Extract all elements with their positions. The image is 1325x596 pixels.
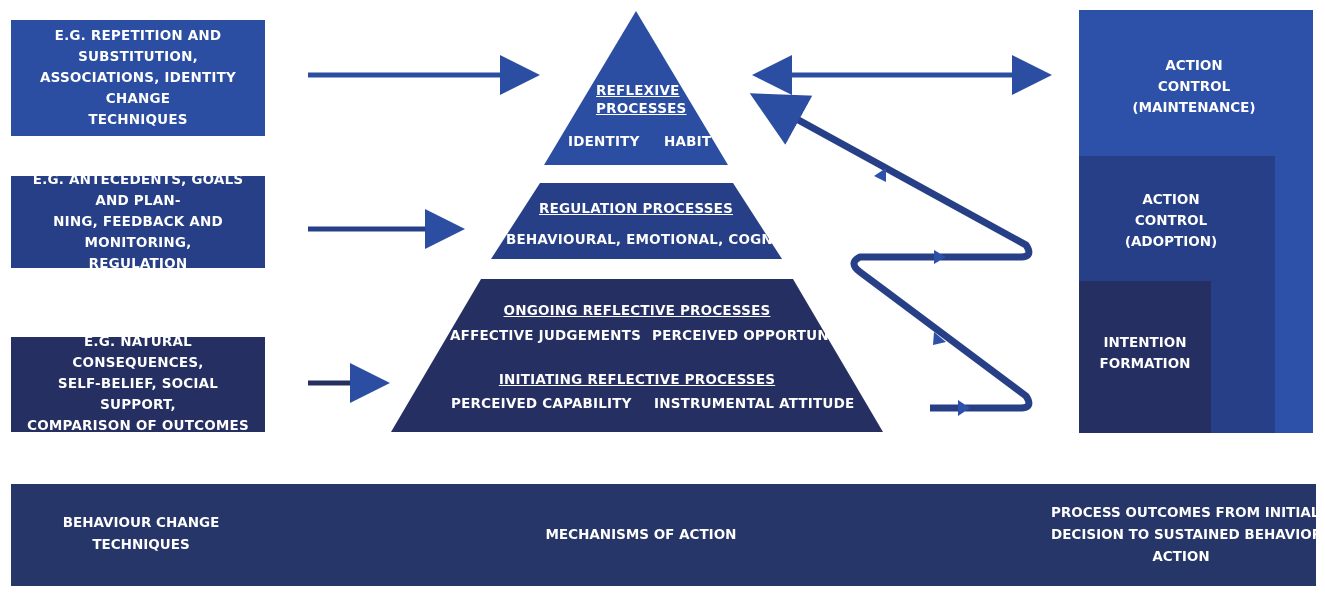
technique-box-reflexive: E.G. REPETITION AND SUBSTITUTION, ASSOCI… xyxy=(11,20,265,136)
technique-text-line: TECHNIQUES xyxy=(88,111,188,128)
outcome-label-adoption: ACTION CONTROL (ADOPTION) xyxy=(1111,190,1231,253)
pyramid-tier-reflexive xyxy=(544,11,728,165)
zigzag-chevron xyxy=(933,332,946,345)
footer-text-line: PROCESS OUTCOMES FROM INITIAL xyxy=(1051,505,1320,521)
reflexive-title: REFLEXIVE PROCESSES xyxy=(596,82,687,118)
outcome-text-line: (ADOPTION) xyxy=(1124,234,1218,250)
outcome-text-line: CONTROL xyxy=(1134,213,1208,229)
technique-text-line: SELF-BELIEF, SOCIAL SUPPORT, xyxy=(57,376,219,413)
initiating-instrumental-attitude: INSTRUMENTAL ATTITUDE xyxy=(654,396,855,412)
outcome-text-line: FORMATION xyxy=(1099,356,1191,372)
technique-box-reflective: E.G. NATURAL CONSEQUENCES, SELF-BELIEF, … xyxy=(11,334,265,434)
ongoing-perceived-opportunity: PERCEIVED OPPORTUNITY xyxy=(652,328,854,344)
outcome-block-intention xyxy=(1079,281,1211,433)
regulation-title: REGULATION PROCESSES xyxy=(538,201,734,217)
footer-mechanisms-of-action: MECHANISMS OF ACTION xyxy=(545,527,737,543)
outcome-text-line: ACTION xyxy=(1165,58,1223,74)
pyramid-tier-regulation xyxy=(491,183,782,259)
regulation-subtitle: BEHAVIOURAL, EMOTIONAL, COGNITIVE xyxy=(506,232,813,248)
footer-text-line: DECISION TO SUSTAINED BEHAVIORAL xyxy=(1051,527,1325,543)
outcome-text-line: ACTION xyxy=(1142,192,1200,208)
technique-text-line: ASSOCIATIONS, IDENTITY CHANGE xyxy=(39,69,237,107)
outcome-text-line: INTENTION xyxy=(1103,335,1187,351)
footer-process-outcomes: PROCESS OUTCOMES FROM INITIAL DECISION T… xyxy=(1051,502,1325,568)
ongoing-reflective-title: ONGOING REFLECTIVE PROCESSES xyxy=(503,303,771,319)
arrow-feedback-zigzag xyxy=(749,93,1033,412)
outcome-text-line: CONTROL xyxy=(1157,79,1231,95)
footer-text-line: BEHAVIOUR CHANGE xyxy=(62,515,220,531)
technique-text-line: NING, FEEDBACK AND MONITORING, xyxy=(53,213,223,251)
reflexive-identity: IDENTITY xyxy=(568,134,640,150)
initiating-perceived-capability: PERCEIVED CAPABILITY xyxy=(451,396,632,412)
outcome-label-maintenance: ACTION CONTROL (MAINTENANCE) xyxy=(1129,56,1259,119)
initiating-reflective-title: INITIATING REFLECTIVE PROCESSES xyxy=(498,372,776,388)
footer-text-line: ACTION xyxy=(1152,549,1210,565)
footer-text-line: TECHNIQUES xyxy=(92,537,190,553)
footer-bar: BEHAVIOUR CHANGE TECHNIQUES MECHANISMS O… xyxy=(11,484,1325,586)
pyramid-tier-reflective xyxy=(391,279,883,432)
reflexive-title-line: PROCESSES xyxy=(596,101,687,117)
technique-text-line: COMPARISON OF OUTCOMES xyxy=(27,418,249,434)
footer-behaviour-change-techniques: BEHAVIOUR CHANGE TECHNIQUES xyxy=(31,512,251,556)
zigzag-chevron xyxy=(958,400,970,416)
outcome-text-line: (MAINTENANCE) xyxy=(1132,100,1256,116)
technique-text-line: REGULATION xyxy=(88,255,188,272)
technique-box-regulation: E.G. ANTECEDENTS, GOALS AND PLAN- NING, … xyxy=(11,172,265,272)
ongoing-affective-judgements: AFFECTIVE JUDGEMENTS xyxy=(450,328,642,344)
technique-text-line: E.G. NATURAL CONSEQUENCES, xyxy=(72,334,204,371)
outcome-label-intention: INTENTION FORMATION xyxy=(1093,333,1197,375)
technique-text-line: E.G. REPETITION AND SUBSTITUTION, xyxy=(54,27,222,65)
zigzag-chevron xyxy=(874,168,886,182)
technique-text-line: E.G. ANTECEDENTS, GOALS AND PLAN- xyxy=(32,171,244,209)
zigzag-chevron xyxy=(934,250,946,264)
reflexive-title-line: REFLEXIVE xyxy=(596,83,680,99)
reflexive-habit: HABIT xyxy=(664,134,712,150)
